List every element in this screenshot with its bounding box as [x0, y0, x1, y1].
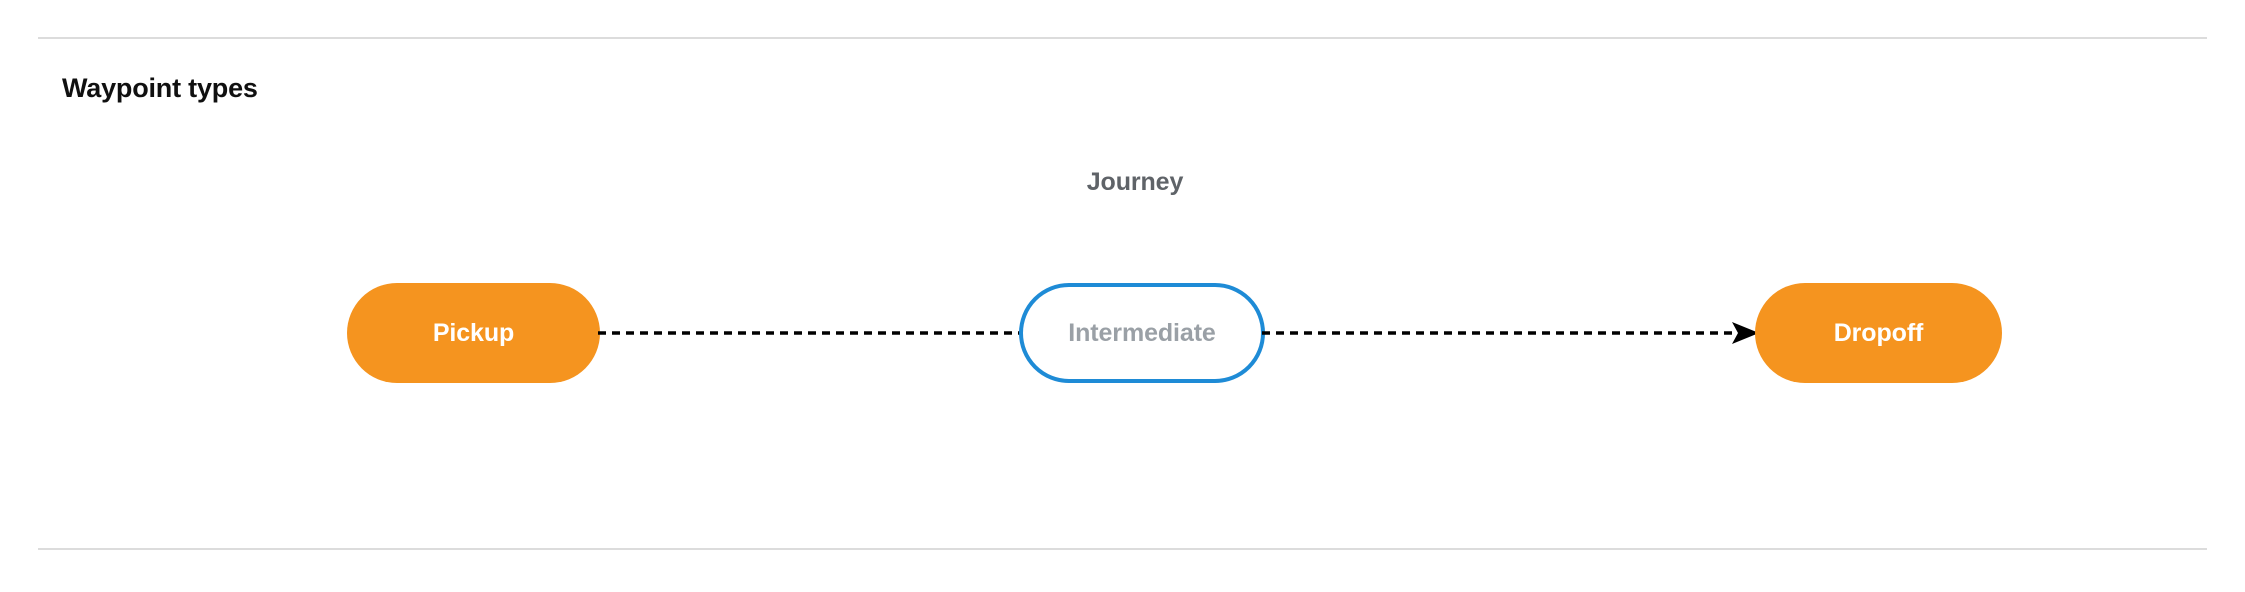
dashed-arrow-icon — [1262, 322, 1759, 344]
edge-intermediate-to-dropoff — [1262, 318, 1759, 348]
dashed-line-icon — [598, 331, 1023, 335]
section-divider-bottom — [38, 548, 2207, 550]
edge-pickup-to-intermediate — [598, 318, 1023, 348]
node-intermediate-label: Intermediate — [1068, 318, 1216, 347]
node-dropoff-label: Dropoff — [1833, 318, 1924, 347]
section-divider-top — [38, 37, 2207, 39]
node-intermediate[interactable]: Intermediate — [1019, 283, 1265, 383]
journey-group-label: Journey — [1086, 168, 1184, 196]
node-pickup[interactable]: Pickup — [347, 283, 600, 383]
node-dropoff[interactable]: Dropoff — [1755, 283, 2002, 383]
page-title: Waypoint types — [62, 73, 258, 103]
node-pickup-label: Pickup — [432, 318, 515, 347]
